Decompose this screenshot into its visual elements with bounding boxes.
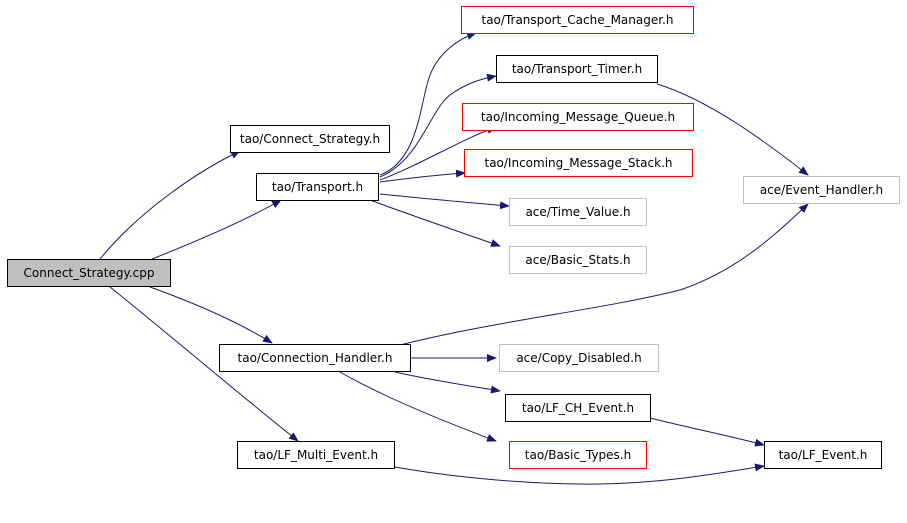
edge-transport-to-transport-timer	[379, 73, 497, 178]
node-tao-incoming-message-stack-h[interactable]: tao/Incoming_Message_Stack.h	[464, 149, 693, 177]
node-ace-time-value-h[interactable]: ace/Time_Value.h	[509, 198, 647, 226]
edge-cpp-to-lf-multi-event	[109, 286, 299, 442]
edge-transport-to-cache-manager	[379, 32, 477, 176]
node-tao-lf-ch-event-h[interactable]: tao/LF_CH_Event.h	[505, 394, 651, 422]
edge-transport-to-basic-stats	[369, 199, 501, 247]
node-connect-strategy-cpp[interactable]: Connect_Strategy.cpp	[7, 259, 171, 287]
node-ace-event-handler-h[interactable]: ace/Event_Handler.h	[743, 176, 900, 204]
node-tao-connect-strategy-h[interactable]: tao/Connect_Strategy.h	[230, 125, 390, 153]
edge-lf-ch-event-to-lf-event	[649, 417, 765, 447]
node-ace-basic-stats-h[interactable]: ace/Basic_Stats.h	[509, 246, 647, 274]
edge-timer-to-event-handler	[656, 83, 809, 176]
edge-connection-handler-to-event-handler	[399, 203, 809, 346]
edge-cpp-to-connection-handler	[149, 286, 273, 344]
edge-transport-to-incoming-queue	[379, 126, 497, 181]
node-tao-lf-multi-event-h[interactable]: tao/LF_Multi_Event.h	[237, 441, 395, 469]
edge-transport-to-incoming-stack	[379, 169, 466, 183]
edge-connection-handler-to-lf-ch-event	[394, 371, 501, 394]
edge-transport-to-time-value	[379, 193, 510, 210]
edge-connection-handler-to-basic-types	[339, 371, 497, 442]
node-tao-lf-event-h[interactable]: tao/LF_Event.h	[764, 441, 882, 469]
node-tao-basic-types-h[interactable]: tao/Basic_Types.h	[509, 441, 647, 469]
edge-cpp-to-transport	[151, 199, 282, 260]
edge-cpp-to-connect-strategy	[99, 150, 241, 260]
node-tao-transport-h[interactable]: tao/Transport.h	[256, 173, 379, 201]
node-tao-connection-handler-h[interactable]: tao/Connection_Handler.h	[219, 344, 411, 372]
edge-lf-multi-event-to-lf-event	[394, 463, 765, 485]
node-tao-incoming-message-queue-h[interactable]: tao/Incoming_Message_Queue.h	[462, 103, 694, 131]
node-tao-transport-cache-manager-h[interactable]: tao/Transport_Cache_Manager.h	[461, 6, 694, 34]
node-ace-copy-disabled-h[interactable]: ace/Copy_Disabled.h	[499, 344, 659, 372]
node-tao-transport-timer-h[interactable]: tao/Transport_Timer.h	[496, 55, 658, 83]
